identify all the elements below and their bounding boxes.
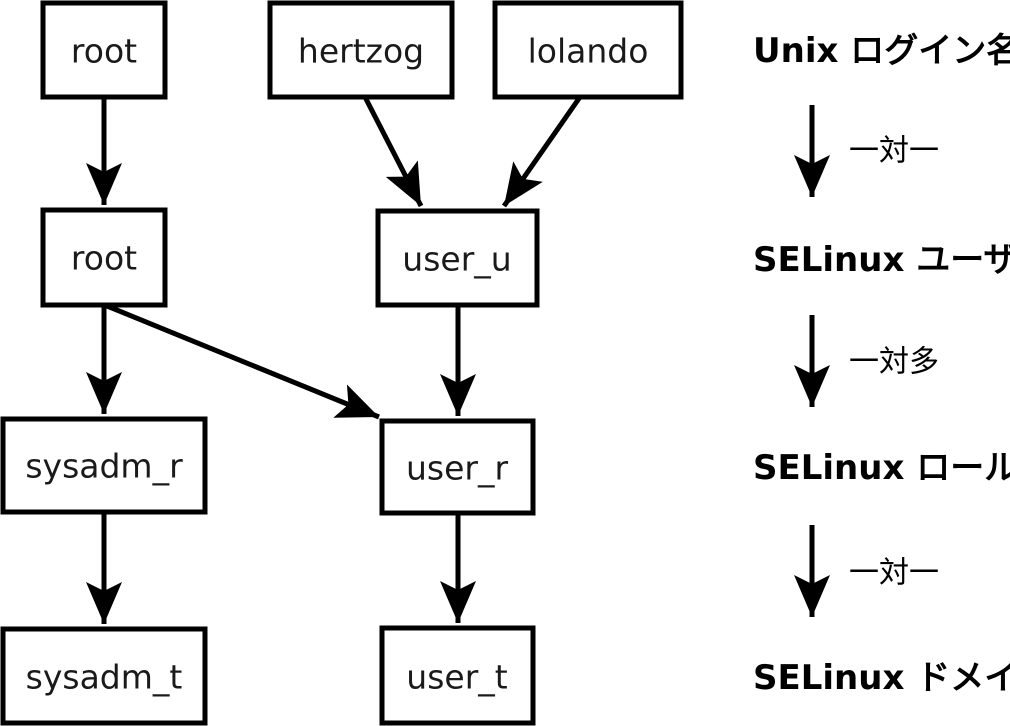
- edge-selinux-root-to-user-r: [106, 303, 380, 420]
- node-unix-root-label: root: [71, 32, 137, 71]
- legend-selinux-domain: SELinux ドメイン: [753, 658, 1010, 698]
- node-role-user-r: user_r: [379, 418, 536, 516]
- node-domain-sysadm-t-box: [0, 626, 208, 726]
- node-unix-hertzog-box: [267, 0, 455, 100]
- legend-selinux-role: SELinux ロール: [753, 448, 1010, 488]
- node-selinux-user-u: user_u: [375, 208, 540, 308]
- node-unix-root: root: [40, 0, 168, 100]
- node-selinux-root: root: [40, 207, 168, 308]
- node-role-user-r-label: user_r: [406, 449, 508, 488]
- legend-selinux-user-name: SELinux ユーザ名: [753, 240, 1010, 280]
- node-role-sysadm-r-label: sysadm_r: [25, 447, 183, 486]
- node-unix-lolando: lolando: [492, 0, 684, 100]
- legend-one-to-one-1: 一対一: [849, 134, 939, 169]
- node-domain-user-t-label: user_t: [406, 658, 507, 697]
- node-selinux-root-label: root: [71, 239, 137, 278]
- node-role-sysadm-r: sysadm_r: [0, 416, 208, 515]
- node-domain-user-t-box: [379, 625, 536, 726]
- node-selinux-user-u-box: [375, 208, 540, 308]
- legend-unix-login-name: Unix ログイン名: [753, 31, 1010, 71]
- node-role-user-r-box: [379, 418, 536, 516]
- node-selinux-user-u-label: user_u: [402, 240, 511, 279]
- legend-one-to-one-2: 一対一: [849, 556, 939, 591]
- node-role-sysadm-r-box: [0, 416, 208, 515]
- node-domain-sysadm-t-label: sysadm_t: [26, 658, 183, 697]
- node-unix-hertzog: hertzog: [267, 0, 455, 100]
- node-unix-root-box: [40, 0, 168, 100]
- node-domain-sysadm-t: sysadm_t: [0, 626, 208, 726]
- node-unix-lolando-box: [492, 0, 684, 100]
- node-unix-lolando-label: lolando: [528, 32, 649, 71]
- legend-one-to-many: 一対多: [849, 345, 939, 380]
- edge-hertzog-to-user-u: [362, 95, 424, 208]
- node-domain-user-t: user_t: [379, 625, 536, 726]
- node-unix-hertzog-label: hertzog: [298, 32, 424, 71]
- edge-lolando-to-user-u: [501, 95, 583, 208]
- node-selinux-root-box: [40, 207, 168, 308]
